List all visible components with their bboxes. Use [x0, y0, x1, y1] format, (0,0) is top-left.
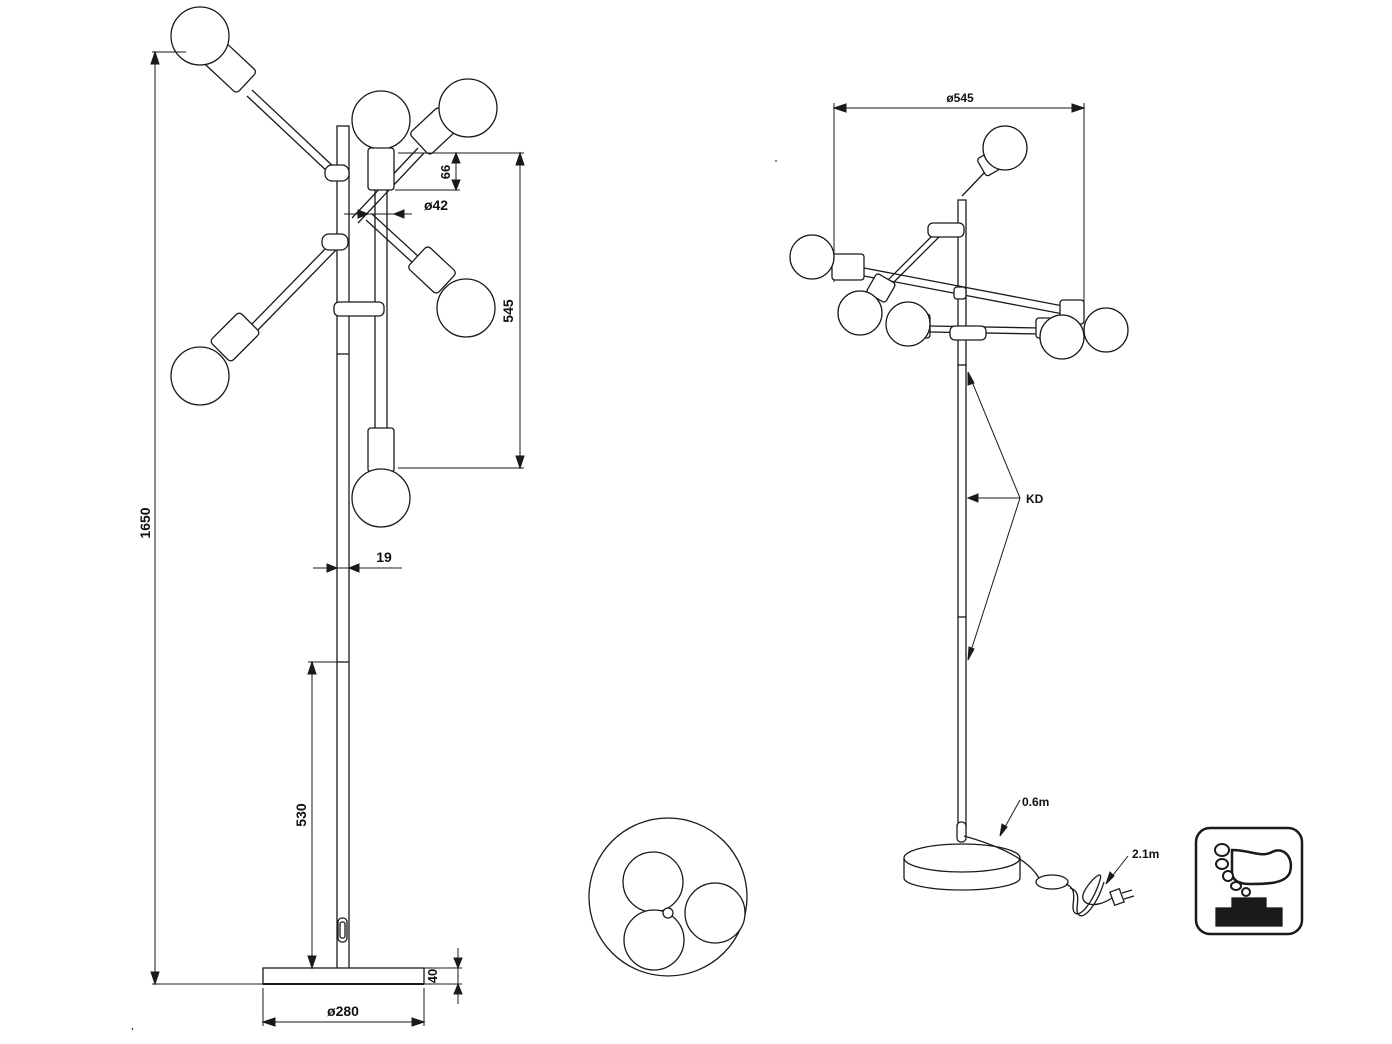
- dim-head-diameter: ø42: [424, 197, 448, 213]
- perspective-view: ø545: [789, 91, 1159, 917]
- dim-pole-width: 19: [376, 549, 392, 565]
- arm-upper-left: [170, 6, 350, 182]
- label-kd: KD: [1026, 492, 1044, 506]
- arm-lower-right: [365, 213, 496, 338]
- dim-arm-span: 545: [500, 299, 516, 323]
- top-view-icon: [588, 817, 748, 977]
- perspective-arm-left: [789, 234, 1085, 319]
- cable-pointers: [999, 799, 1129, 885]
- power-cable: [963, 835, 1135, 917]
- label-cable-short: 0.6m: [1022, 795, 1049, 809]
- dimension-lines: [150, 50, 525, 1027]
- dim-spread: ø545: [946, 91, 974, 105]
- foot-switch: [1035, 874, 1069, 890]
- dim-lower-pole: 530: [293, 803, 309, 827]
- perspective-arm-top: [961, 125, 1028, 197]
- arm-lower-left: [170, 233, 349, 406]
- lamp-base: [262, 967, 425, 985]
- perspective-arm-lower: [885, 301, 1085, 360]
- perspective-base: [903, 821, 1021, 891]
- arm-hanging: [351, 427, 411, 528]
- stray-marks: [131, 160, 777, 1031]
- label-cable-long: 2.1m: [1132, 847, 1159, 861]
- spread-dimension: [832, 103, 1086, 318]
- pole-collar: [333, 301, 385, 317]
- kd-pointer-lines: [966, 371, 1021, 661]
- dim-base-diameter: ø280: [327, 1003, 359, 1019]
- arm-center-top: [351, 90, 411, 428]
- foot-switch-icon: [1194, 826, 1304, 936]
- dim-total-height: 1650: [137, 507, 153, 538]
- dim-head-height: 66: [438, 165, 453, 179]
- perspective-arm-diagonal: [837, 222, 965, 336]
- side-elevation-view: 1650 545 66 ø42 19 530 40 ø280: [137, 6, 525, 1027]
- lamp-pole: [336, 125, 350, 971]
- dim-base-height: 40: [425, 969, 440, 983]
